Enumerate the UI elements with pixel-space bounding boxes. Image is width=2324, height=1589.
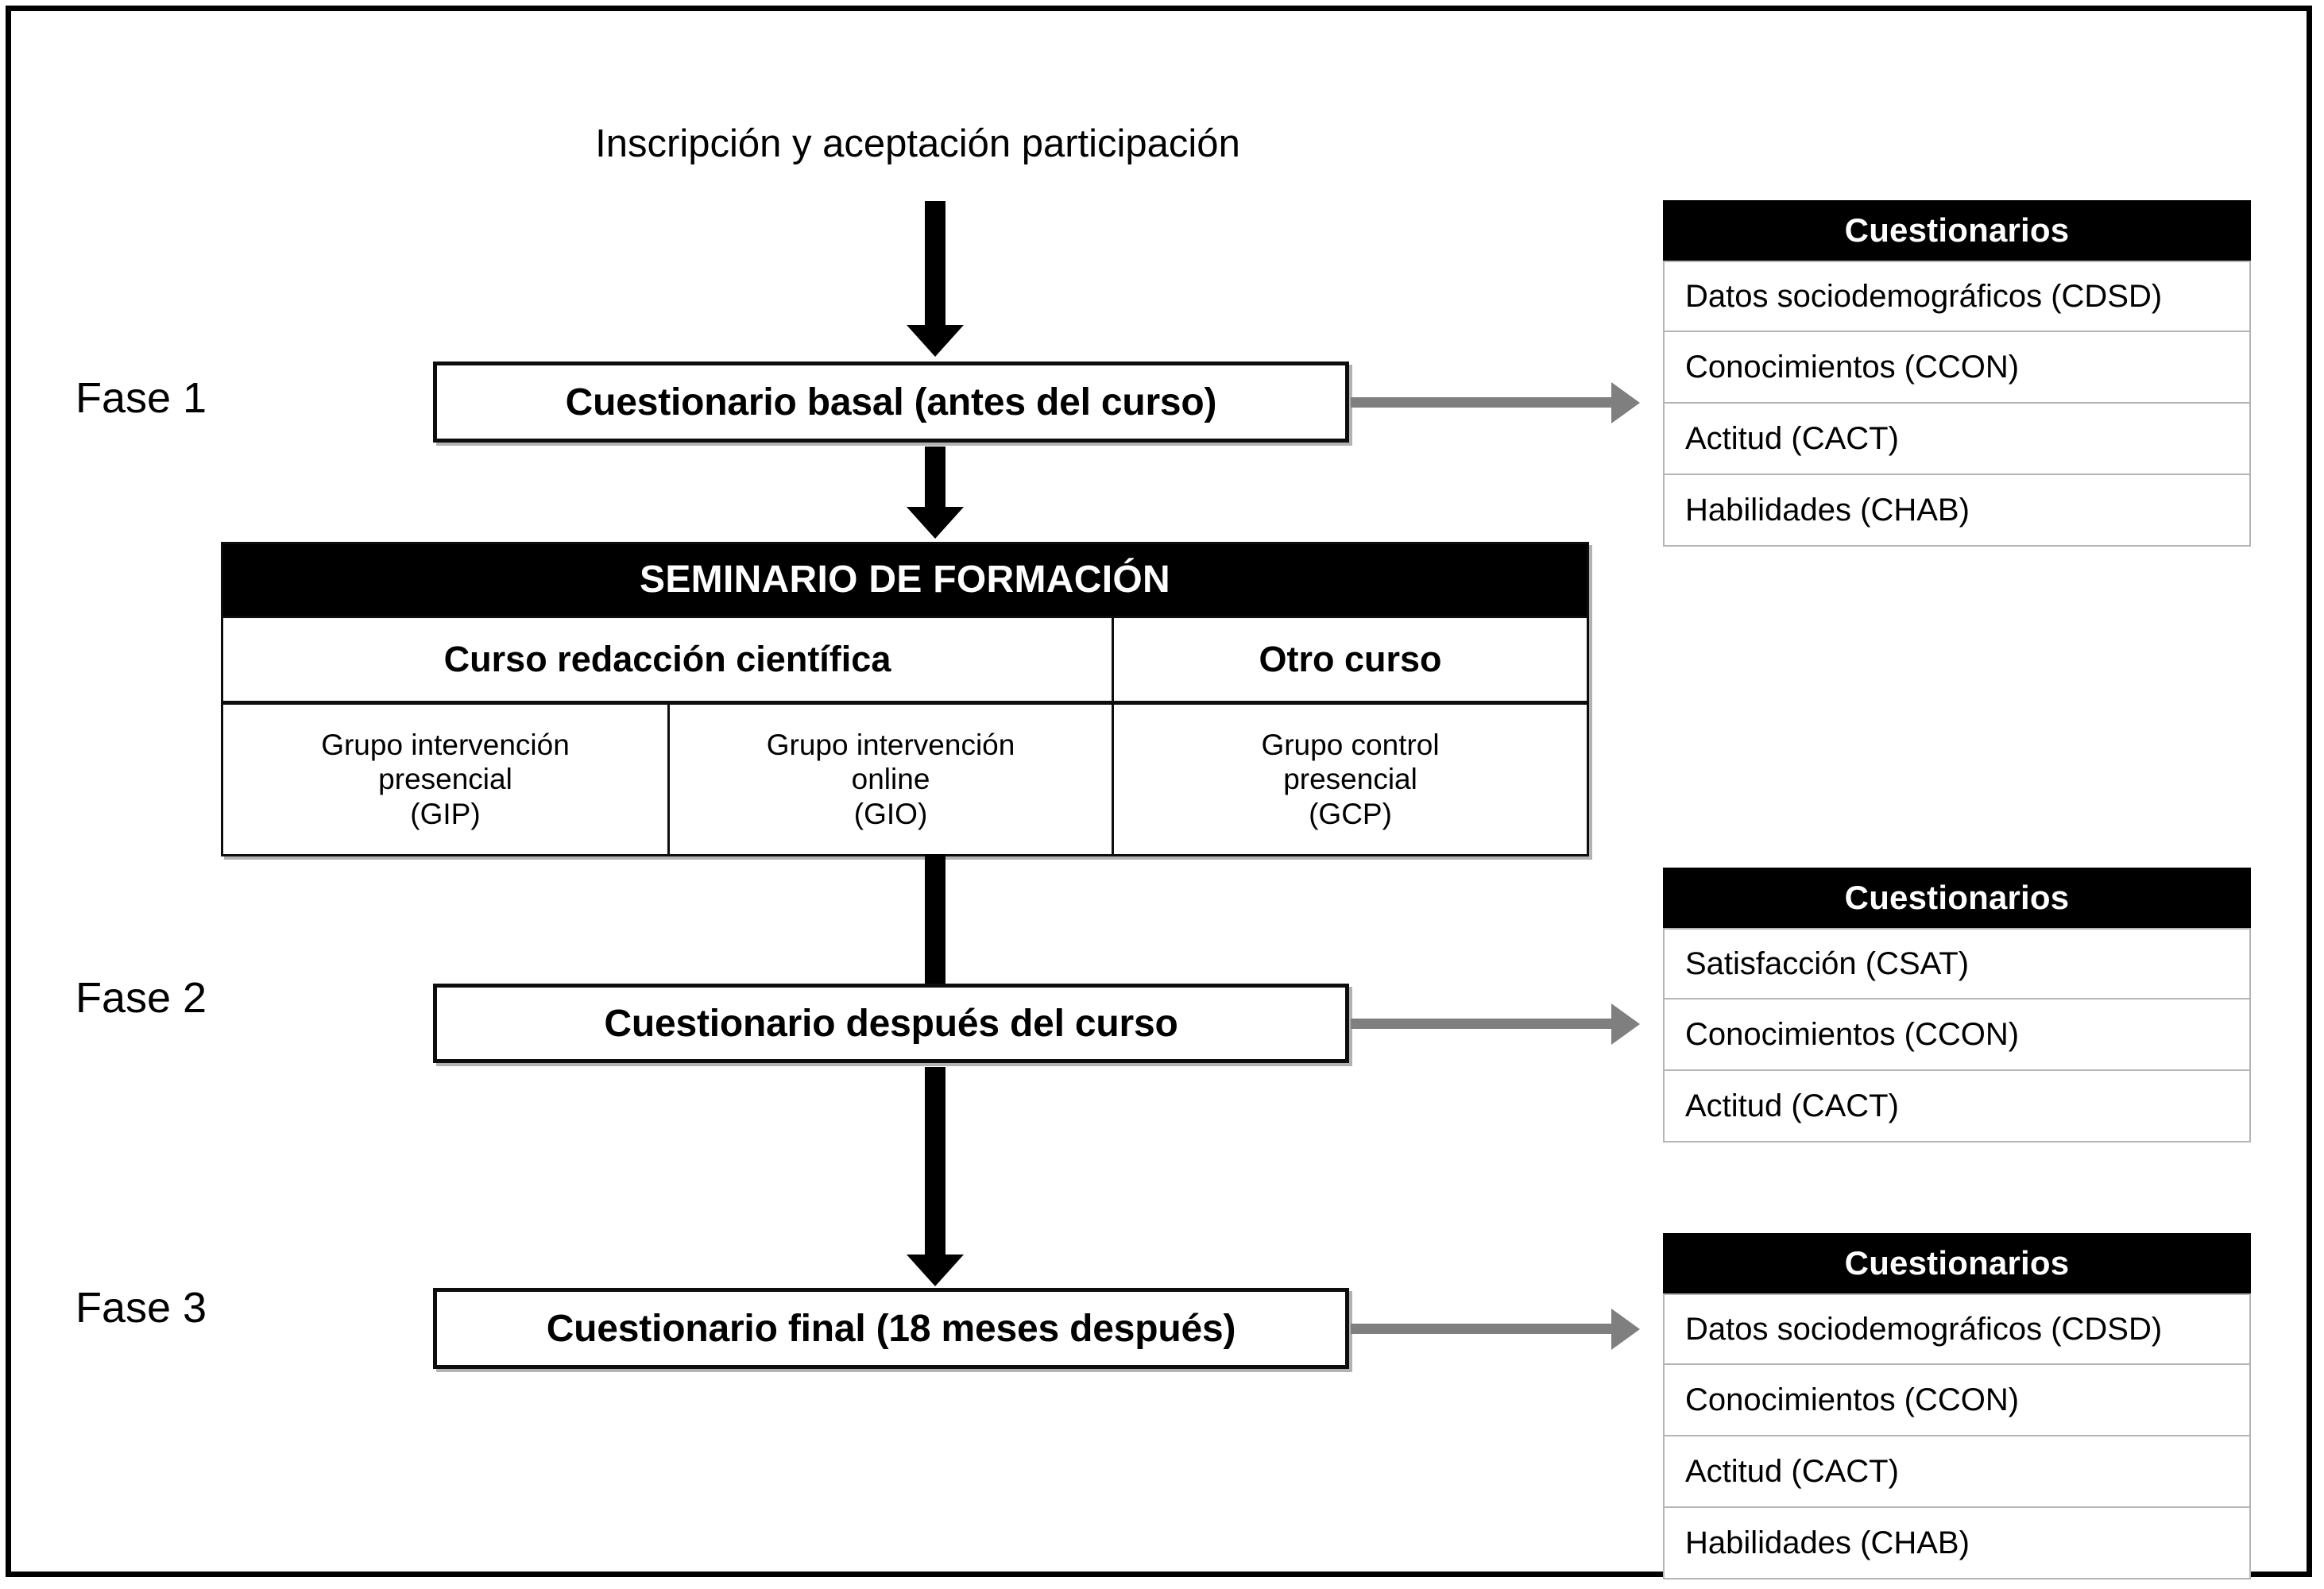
questionnaire-table-fase-2: Cuestionarios Satisfacción (CSAT) Conoci… — [1663, 868, 2251, 1142]
questionnaire-item: Datos sociodemográficos (CDSD) — [1685, 278, 2163, 314]
diagram-title: Inscripción y aceptación participación — [595, 122, 1240, 165]
table-row: Actitud (CACT) — [1663, 404, 2251, 475]
seminar-course-label: Curso redacción científica — [443, 639, 891, 679]
diagram-outer-frame — [6, 6, 2312, 1577]
table-row: Satisfacción (CSAT) — [1663, 928, 2251, 999]
table-row: Datos sociodemográficos (CDSD) — [1663, 1293, 2251, 1365]
flow-arrow-basal-to-seminar — [925, 447, 945, 510]
questionnaire-table-fase-1-header: Cuestionarios — [1663, 200, 2251, 261]
seminar-course-row: Curso redacción científica Otro curso — [223, 616, 1587, 701]
seminar-group-line: Grupo intervención — [321, 728, 570, 761]
flow-box-cuestionario-final[interactable]: Cuestionario final (18 meses después) — [433, 1288, 1349, 1369]
seminar-group-line: presencial — [378, 763, 512, 796]
phase-label-fase-2: Fase 2 — [75, 974, 207, 1022]
link-arrow-final-to-questionnaires — [1351, 1324, 1613, 1334]
questionnaire-table-fase-3-header: Cuestionarios — [1663, 1233, 2251, 1293]
seminar-table-header: SEMINARIO DE FORMACIÓN — [223, 544, 1587, 616]
flow-box-cuestionario-final-label: Cuestionario final (18 meses después) — [546, 1307, 1236, 1350]
questionnaire-table-fase-1: Cuestionarios Datos sociodemográficos (C… — [1663, 200, 2251, 547]
table-row: Conocimientos (CCON) — [1663, 332, 2251, 404]
seminar-table: SEMINARIO DE FORMACIÓN Curso redacción c… — [221, 542, 1589, 856]
questionnaire-item: Satisfacción (CSAT) — [1685, 945, 1970, 981]
seminar-group-cell-gio: Grupo intervención online (GIO) — [667, 705, 1112, 854]
questionnaire-item: Actitud (CACT) — [1685, 1088, 1899, 1123]
questionnaire-item: Conocimientos (CCON) — [1685, 1016, 2020, 1052]
link-arrow-despues-to-questionnaires — [1351, 1019, 1613, 1029]
table-row: Actitud (CACT) — [1663, 1071, 2251, 1142]
seminar-course-cell-otro: Otro curso — [1112, 618, 1587, 701]
questionnaire-item: Conocimientos (CCON) — [1685, 349, 2020, 385]
seminar-group-row: Grupo intervención presencial (GIP) Grup… — [223, 701, 1587, 854]
seminar-group-line: online — [851, 763, 930, 796]
flow-arrow-title-to-basal — [925, 201, 945, 328]
questionnaire-item: Habilidades (CHAB) — [1685, 1525, 1970, 1560]
seminar-group-line: (GIO) — [853, 797, 928, 830]
questionnaire-item: Actitud (CACT) — [1685, 420, 1899, 456]
table-row: Datos sociodemográficos (CDSD) — [1663, 261, 2251, 332]
phase-label-fase-3: Fase 3 — [75, 1284, 207, 1332]
seminar-group-line: (GIP) — [410, 797, 481, 830]
flow-box-cuestionario-basal[interactable]: Cuestionario basal (antes del curso) — [433, 361, 1349, 443]
questionnaire-item: Datos sociodemográficos (CDSD) — [1685, 1311, 2163, 1347]
phase-label-fase-1: Fase 1 — [75, 374, 207, 422]
flow-arrow-despues-to-final — [925, 1067, 945, 1258]
table-row: Actitud (CACT) — [1663, 1436, 2251, 1508]
seminar-group-line: presencial — [1283, 763, 1417, 796]
seminar-group-cell-gip: Grupo intervención presencial (GIP) — [223, 705, 667, 854]
questionnaire-item: Actitud (CACT) — [1685, 1453, 1899, 1489]
seminar-group-line: (GCP) — [1309, 797, 1392, 830]
flow-box-cuestionario-basal-label: Cuestionario basal (antes del curso) — [565, 381, 1217, 423]
table-row: Habilidades (CHAB) — [1663, 475, 2251, 547]
flow-box-cuestionario-despues-label: Cuestionario después del curso — [604, 1002, 1178, 1045]
link-arrow-basal-to-questionnaires — [1351, 397, 1613, 408]
flow-arrow-seminar-to-despues — [925, 854, 945, 989]
seminar-course-label: Otro curso — [1259, 639, 1442, 679]
flow-box-cuestionario-despues[interactable]: Cuestionario después del curso — [433, 984, 1349, 1063]
table-row: Conocimientos (CCON) — [1663, 1365, 2251, 1436]
questionnaire-item: Habilidades (CHAB) — [1685, 492, 1970, 528]
questionnaire-table-fase-2-header: Cuestionarios — [1663, 868, 2251, 928]
table-row: Conocimientos (CCON) — [1663, 999, 2251, 1071]
questionnaire-table-fase-3: Cuestionarios Datos sociodemográficos (C… — [1663, 1233, 2251, 1579]
questionnaire-item: Conocimientos (CCON) — [1685, 1382, 2020, 1417]
seminar-group-line: Grupo intervención — [766, 728, 1015, 761]
seminar-group-cell-gcp: Grupo control presencial (GCP) — [1112, 705, 1587, 854]
table-row: Habilidades (CHAB) — [1663, 1508, 2251, 1579]
seminar-course-cell-redaccion: Curso redacción científica — [223, 618, 1112, 701]
seminar-group-line: Grupo control — [1261, 728, 1440, 761]
